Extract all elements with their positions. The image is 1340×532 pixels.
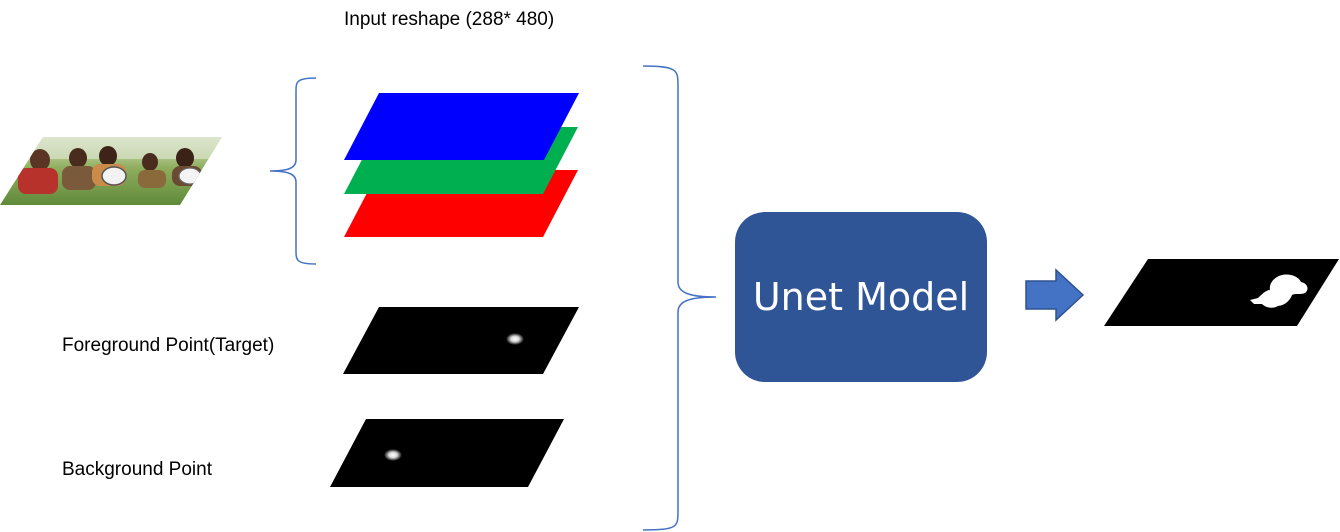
output-mask	[1104, 259, 1339, 326]
foreground-point-label: Foreground Point(Target)	[62, 335, 275, 356]
blue-channel-layer	[344, 93, 579, 160]
left-bracket	[269, 77, 317, 265]
right-arrow-icon	[1025, 268, 1085, 322]
unet-model-box: Unet Model	[735, 212, 987, 382]
background-point-map	[330, 419, 564, 487]
right-bracket	[642, 65, 717, 531]
input-photo	[0, 137, 222, 205]
foreground-point-map	[343, 307, 579, 374]
unet-model-label: Unet Model	[752, 275, 970, 319]
input-reshape-title: Input reshape (288* 480)	[344, 9, 555, 30]
background-point-label: Background Point	[62, 459, 212, 480]
